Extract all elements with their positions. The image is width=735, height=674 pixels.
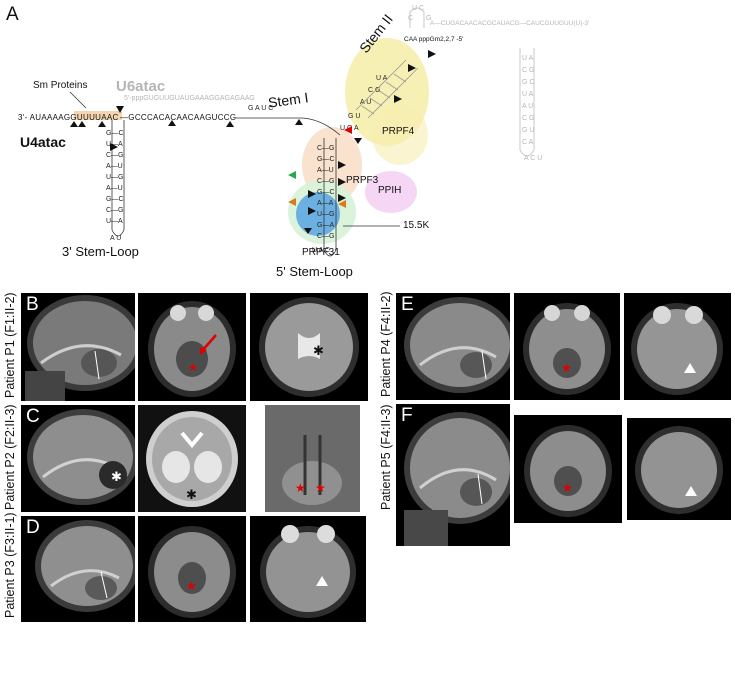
mri-d-axial-1: ★ [138,516,246,622]
svg-text:U A: U A [376,75,388,82]
mri-b-sagittal [21,293,135,401]
svg-text:G—C: G—C [317,189,335,196]
svg-text:G U: G U [522,127,534,134]
svg-text:U—A: U—A [106,218,123,225]
mri-f-axial-1: ★ [514,415,622,523]
panel-letter-d: D [26,517,40,538]
mri-c-sagittal: ✱ [21,405,135,512]
cap-label: CAA pppGm2,2,7 -5' [404,36,464,43]
mri-b-axial-2: ✱ [250,293,368,401]
patient-label-e: Patient P4 (F4:II-2) [379,291,393,397]
svg-text:A U: A U [360,99,371,106]
svg-text:★: ★ [561,361,572,375]
prpf4-bubble [372,105,428,165]
svg-text:U—G: U—G [317,211,335,218]
mri-c-axial-2: ★ ★ [265,405,360,512]
svg-text:✱: ✱ [186,487,197,502]
patient-label-c: Patient P2 (F2:II-3) [3,404,17,510]
svg-text:★: ★ [315,481,326,495]
svg-text:A C U: A C U [524,155,542,162]
svg-text:G—C: G—C [106,196,124,203]
patient-label-b: Patient P1 (F1:II-2) [3,292,17,398]
svg-text:G—C: G—C [106,130,124,137]
mri-d-sagittal [21,516,135,622]
svg-text:✱: ✱ [111,469,122,484]
mri-e-axial-2 [624,293,731,400]
svg-text:C—G: C—G [317,178,335,185]
panel-letter-c: C [26,406,40,427]
u6atac-5prime-sequence: 5'-pppGUGUUGUAUGAAAGGAGAGAAG [124,95,255,102]
panel-a: A U A C G G C U A A U C G G U C A A C U U C C G [0,0,735,290]
orange-marker-2 [338,200,346,208]
svg-text:C—G: C—G [317,233,335,240]
svg-text:U A: U A [522,55,534,62]
ppih-label: PPIH [378,185,402,196]
mri-f-axial-2 [627,418,731,520]
panel-letter-f: F [401,405,413,426]
sm-highlight [74,111,122,120]
prpf3-label: PRPF3 [346,175,379,186]
stem3-loop-label: 3' Stem-Loop [62,244,139,259]
svg-text:✱: ✱ [313,343,324,358]
svg-text:C G: C G [522,67,534,74]
svg-text:G—A: G—A [317,222,334,229]
svg-text:U—G: U—G [106,174,124,181]
k155-bubble [296,192,340,236]
mri-d-axial-2 [250,516,366,622]
svg-text:G C: G C [522,79,534,86]
svg-text:G—C: G—C [317,156,335,163]
orange-marker [288,198,296,206]
patient-label-d: Patient P3 (F3:II-1) [3,512,17,618]
rna-secondary-structure: U A C G G C U A A U C G G U C A A C U U C C G G—… [69,5,542,257]
svg-text:C—G: C—G [106,207,124,214]
prpf4-label: PRPF4 [382,126,415,137]
mri-e-axial-1: ★ [514,293,620,400]
u4atac-label: U4atac [20,134,66,150]
panel-letter-e: E [401,294,414,315]
panel-letter-b: B [26,294,39,315]
prpf31-label: PRPF31 [302,247,340,258]
svg-text:U A C: U A C [312,247,330,254]
svg-text:A U: A U [110,235,121,242]
svg-text:C—G: C—G [106,152,124,159]
panel-letter-a: A [6,4,19,25]
svg-text:★: ★ [562,481,573,495]
svg-text:★: ★ [295,481,306,495]
stem5-loop-label: 5' Stem-Loop [276,264,353,279]
patient-label-f: Patient P5 (F4:II-3) [379,404,393,510]
u6atac-label: U6atac [116,78,166,95]
svg-text:U A: U A [522,91,534,98]
svg-text:G: G [426,15,431,22]
u4atac-3prime-sequence: 3'- AUAAAAGGUUUUAAC [18,113,119,122]
svg-text:★: ★ [186,579,197,593]
svg-text:C G: C G [522,115,534,122]
svg-text:A—U: A—U [106,185,123,192]
svg-text:U C: U C [412,5,424,12]
green-marker [288,171,296,179]
mri-b-axial-1: ★ [138,293,246,401]
svg-text:A U: A U [522,103,533,110]
svg-text:C A: C A [522,139,534,146]
svg-text:U—A: U—A [106,141,123,148]
u6atac-3prime-sequence: A—CUGACAACACGCAUACG—CAUCGUUGUU(U)-3' [430,20,590,27]
svg-text:A—U: A—U [106,163,123,170]
k155-label: 15.5K [403,220,430,231]
mri-e-sagittal [396,293,510,400]
svg-text:G U: G U [348,113,360,120]
svg-text:A—U: A—U [317,167,334,174]
svg-text:C: C [408,15,413,22]
svg-text:C—G: C—G [317,145,335,152]
svg-text:★: ★ [188,362,198,374]
red-marker [344,126,352,134]
svg-text:A—A: A—A [317,200,334,207]
svg-text:C G: C G [368,87,380,94]
mri-f-sagittal [396,404,510,546]
u4atac-mid-sequence: —GCCCACACAACAAGUCCG [120,113,237,122]
svg-text:G A U C: G A U C [248,105,273,112]
ppih-bubble [365,171,417,213]
sm-proteins-label: Sm Proteins [33,80,88,91]
mri-c-axial-1: ✱ [138,405,246,512]
